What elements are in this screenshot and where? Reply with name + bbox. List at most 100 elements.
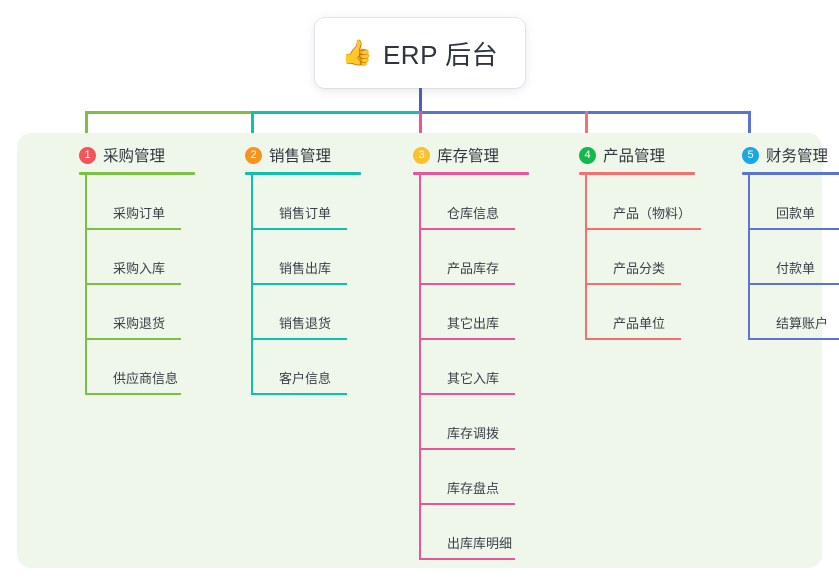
column-stem-3 <box>419 175 421 560</box>
item-list-2: 销售订单销售出库销售退货客户信息 <box>251 175 391 395</box>
list-item-rule <box>419 228 515 230</box>
list-item-rule <box>85 338 181 340</box>
list-item-label: 采购入库 <box>113 261 166 276</box>
column-title-3: 库存管理 <box>437 148 500 165</box>
list-item[interactable]: 其它出库 <box>419 285 559 340</box>
drop-2 <box>251 111 254 145</box>
column-header-rule-2 <box>245 172 361 175</box>
column-stem-5 <box>748 175 750 340</box>
list-item-rule <box>585 338 681 340</box>
list-item-rule <box>585 228 701 230</box>
list-item-label: 产品（物料） <box>613 206 692 221</box>
list-item[interactable]: 产品单位 <box>585 285 725 340</box>
list-item-label: 结算账户 <box>776 316 829 331</box>
list-item[interactable]: 销售退货 <box>251 285 391 340</box>
root-node[interactable]: 👍 ERP 后台 <box>315 18 525 88</box>
item-list-1: 采购订单采购入库采购退货供应商信息 <box>85 175 225 395</box>
list-item[interactable]: 销售出库 <box>251 230 391 285</box>
list-item[interactable]: 供应商信息 <box>85 340 225 395</box>
list-item[interactable]: 仓库信息 <box>419 175 559 230</box>
item-list-4: 产品（物料） 产品分类产品单位 <box>585 175 725 340</box>
drop-1 <box>85 111 88 145</box>
list-item-rule <box>85 393 181 395</box>
list-item-label: 出库库明细 <box>447 536 513 551</box>
list-item-label: 其它入库 <box>447 371 500 386</box>
list-item[interactable]: 客户信息 <box>251 340 391 395</box>
list-item-label: 销售出库 <box>279 261 332 276</box>
list-item-label: 产品单位 <box>613 316 666 331</box>
column-header-rule-5 <box>742 172 839 175</box>
list-item-rule <box>419 503 515 505</box>
list-item-label: 产品分类 <box>613 261 666 276</box>
list-item-label: 仓库信息 <box>447 206 500 221</box>
list-item-rule <box>419 558 515 560</box>
list-item[interactable]: 产品分类 <box>585 230 725 285</box>
list-item[interactable]: 销售订单 <box>251 175 391 230</box>
list-item-rule <box>748 228 839 230</box>
column-header-rule-4 <box>579 172 695 175</box>
list-item-rule <box>419 448 515 450</box>
list-item-label: 采购退货 <box>113 316 166 331</box>
list-item-label: 供应商信息 <box>113 371 179 386</box>
number-badge-1: 1 <box>79 146 96 164</box>
list-item-label: 客户信息 <box>279 371 332 386</box>
list-item[interactable]: 结算账户 <box>748 285 839 340</box>
bar-teal <box>251 111 421 114</box>
list-item-rule <box>419 283 515 285</box>
list-item-rule <box>419 338 515 340</box>
column-header-1[interactable]: 1 采购管理 <box>79 144 165 166</box>
column-header-5[interactable]: 5 财务管理 <box>742 144 828 166</box>
list-item-rule <box>251 338 347 340</box>
column-title-5: 财务管理 <box>766 148 829 165</box>
drop-5 <box>748 111 751 145</box>
list-item-rule <box>585 283 681 285</box>
root-title: ERP 后台 <box>382 39 499 70</box>
list-item[interactable]: 出库库明细 <box>419 505 559 560</box>
list-item-label: 回款单 <box>776 206 816 221</box>
column-stem-1 <box>85 175 87 395</box>
list-item-rule <box>85 228 181 230</box>
list-item-label: 采购订单 <box>113 206 166 221</box>
drop-3 <box>419 111 422 145</box>
list-item[interactable]: 采购订单 <box>85 175 225 230</box>
list-item-rule <box>251 283 347 285</box>
list-item[interactable]: 库存调拨 <box>419 395 559 450</box>
number-badge-2: 2 <box>245 146 262 164</box>
drop-4 <box>585 111 588 145</box>
list-item[interactable]: 产品库存 <box>419 230 559 285</box>
thumbs-up-emoji: 👍 <box>341 38 373 67</box>
list-item[interactable]: 其它入库 <box>419 340 559 395</box>
column-header-rule-1 <box>79 172 195 175</box>
number-badge-4: 4 <box>579 146 596 164</box>
list-item[interactable]: 采购入库 <box>85 230 225 285</box>
list-item[interactable]: 付款单 <box>748 230 839 285</box>
list-item-rule <box>419 393 515 395</box>
list-item-label: 库存盘点 <box>447 481 500 496</box>
list-item[interactable]: 产品（物料） <box>585 175 725 230</box>
number-badge-5: 5 <box>742 146 759 164</box>
list-item[interactable]: 回款单 <box>748 175 839 230</box>
list-item-label: 销售订单 <box>279 206 332 221</box>
column-header-rule-3 <box>413 172 529 175</box>
list-item-rule <box>251 393 347 395</box>
list-item-label: 付款单 <box>776 261 816 276</box>
list-item-label: 其它出库 <box>447 316 500 331</box>
list-item-label: 库存调拨 <box>447 426 500 441</box>
item-list-3: 仓库信息产品库存其它出库其它入库库存调拨库存盘点出库库明细 <box>419 175 559 560</box>
list-item-label: 销售退货 <box>279 316 332 331</box>
column-title-4: 产品管理 <box>603 148 666 165</box>
list-item[interactable]: 采购退货 <box>85 285 225 340</box>
list-item-rule <box>748 338 839 340</box>
item-list-5: 回款单付款单结算账户 <box>748 175 839 340</box>
list-item[interactable]: 库存盘点 <box>419 450 559 505</box>
list-item-rule <box>251 228 347 230</box>
list-item-rule <box>85 283 181 285</box>
column-title-1: 采购管理 <box>103 148 166 165</box>
column-header-4[interactable]: 4 产品管理 <box>579 144 665 166</box>
list-item-label: 产品库存 <box>447 261 500 276</box>
column-stem-2 <box>251 175 253 395</box>
